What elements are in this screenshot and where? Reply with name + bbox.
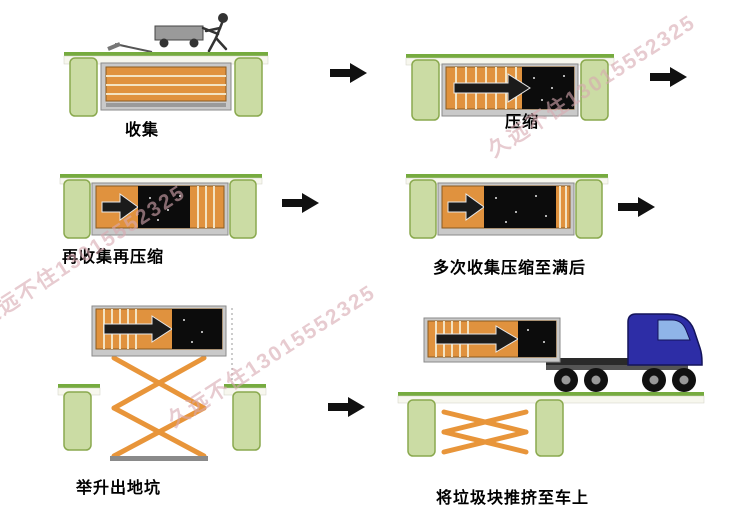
- step-5-label: 举升出地坑: [76, 480, 162, 497]
- flow-arrow-4-to-5: [618, 196, 656, 223]
- pit-wall-right: [580, 59, 609, 121]
- step-3-label: 再收集再压缩: [62, 249, 165, 266]
- panel-step-6-truck: [396, 296, 708, 491]
- worker-with-cart-icon: [154, 13, 228, 53]
- pit-wall-left: [63, 179, 91, 239]
- step-4-label: 多次收集压缩至满后: [433, 260, 587, 277]
- push-arrow: [435, 325, 519, 353]
- panel-step-5-lift: [56, 296, 268, 485]
- pit-wall-right: [535, 399, 564, 457]
- panel-step-3-recollect: [58, 170, 264, 249]
- pit-wall-right: [575, 179, 603, 239]
- waste-block: [423, 317, 561, 363]
- panel-step-2-compression: [404, 48, 616, 145]
- pit-wall-left: [69, 57, 98, 117]
- step-6-label: 将垃圾块推挤至车上: [436, 490, 590, 507]
- truck-icon: [546, 313, 703, 392]
- ground-surface: [398, 392, 704, 396]
- flow-arrow-2-to-3: [650, 66, 688, 93]
- push-arrow: [453, 73, 531, 103]
- step-2-label: 压缩: [505, 114, 540, 131]
- flow-arrow-1-to-2: [330, 62, 368, 89]
- pit-wall-left: [63, 391, 92, 451]
- broom-icon: [107, 42, 153, 53]
- compacted-waste: [138, 186, 190, 228]
- flow-arrow-3-to-4: [282, 192, 320, 219]
- scissor-lift-icon: [111, 355, 207, 459]
- pit-wall-left: [409, 179, 437, 239]
- step-1-label: 收集: [125, 122, 160, 139]
- pit-wall-right: [232, 391, 261, 451]
- flow-arrow-5-to-6: [328, 396, 366, 423]
- pit-wall-right: [229, 179, 257, 239]
- compacted-waste: [518, 321, 556, 357]
- push-arrow: [103, 315, 173, 343]
- collapsed-scissor-lift-icon: [441, 409, 529, 455]
- pit-wall-right: [234, 57, 263, 117]
- panel-step-1-collection: [60, 8, 272, 143]
- push-arrow: [447, 193, 485, 221]
- compacted-waste: [484, 186, 556, 228]
- ground-surface: [64, 52, 268, 56]
- push-arrow: [101, 193, 139, 221]
- pit-wall-left: [407, 399, 436, 457]
- panel-step-4-full: [404, 170, 610, 249]
- pit-wall-left: [411, 59, 440, 121]
- compacted-waste: [172, 309, 222, 349]
